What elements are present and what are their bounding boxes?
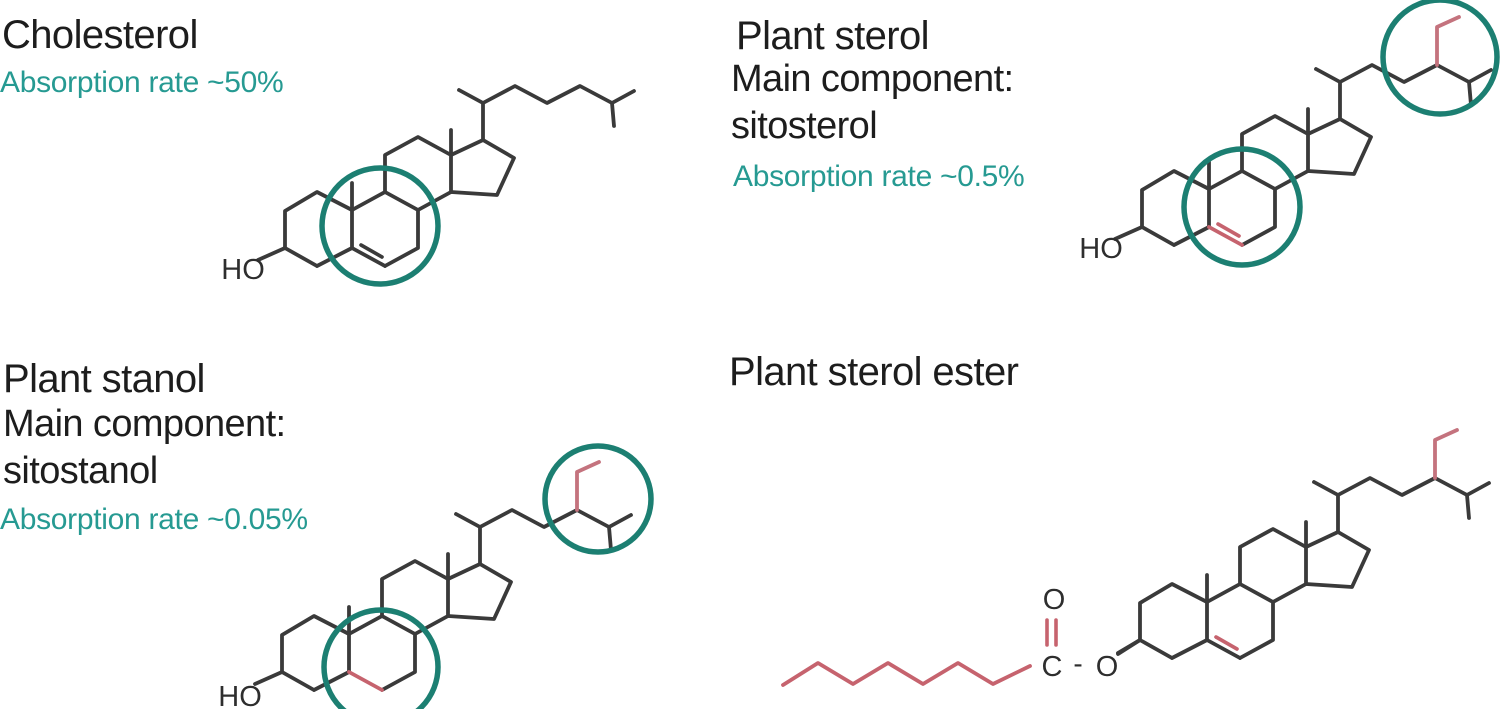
ring-b-bond xyxy=(350,246,387,268)
plant-sterol-absorption-rate: Absorption rate ~0.5% xyxy=(733,160,1025,193)
ethyl-group-bond xyxy=(575,460,601,512)
bond xyxy=(283,190,354,268)
bond xyxy=(1465,481,1491,497)
bond xyxy=(1314,67,1342,84)
bond xyxy=(457,88,485,105)
plant-stanol-structure xyxy=(253,443,654,709)
hydroxyl-bond xyxy=(253,670,284,686)
bond xyxy=(1140,169,1211,247)
plant-sterol-main-component-name: sitosterol xyxy=(731,105,878,147)
plant-stanol-main-component-name: sitostanol xyxy=(3,450,158,492)
cholesterol-absorption-rate: Absorption rate ~50% xyxy=(0,66,284,99)
bond xyxy=(481,84,614,142)
carbonyl-oxygen-label: O xyxy=(1043,584,1066,616)
bond xyxy=(1336,476,1469,534)
double-bond-inner-line xyxy=(1214,635,1239,651)
carbonyl-carbon-label: C xyxy=(1042,651,1063,683)
hydroxyl-bond xyxy=(256,246,287,262)
plant-sterol-structure xyxy=(1113,0,1500,268)
bond xyxy=(1467,80,1473,107)
bond xyxy=(607,525,613,552)
bond xyxy=(1304,530,1371,589)
bond xyxy=(478,508,611,566)
plant-stanol-absorption-rate: Absorption rate ~0.05% xyxy=(0,503,308,536)
double-bond-inner-line xyxy=(359,243,384,259)
ester-bond-dash: - xyxy=(1073,648,1082,679)
highlight-circle xyxy=(1380,0,1500,117)
ring-b-bond xyxy=(1207,225,1244,247)
cholesterol-title: Cholesterol xyxy=(2,13,198,57)
plant-sterol-ester-title: Plant sterol ester xyxy=(729,350,1019,394)
plant-sterol-ester-structure xyxy=(781,428,1491,687)
bond xyxy=(449,138,516,197)
highlight-circle xyxy=(319,165,441,287)
cholesterol-hydroxyl-label: HO xyxy=(221,254,265,286)
ester-linkage-bond xyxy=(1116,638,1142,656)
cholesterol-structure xyxy=(256,84,636,287)
highlight-circle xyxy=(542,443,654,555)
hydroxyl-bond xyxy=(1113,225,1144,241)
bond xyxy=(446,562,513,621)
highlight-circle xyxy=(321,607,441,709)
ethyl-group-bond xyxy=(1433,428,1459,480)
bond xyxy=(383,135,453,212)
plant-stanol-main-component-label: Main component: xyxy=(3,403,286,445)
ring-b-bond xyxy=(347,670,384,692)
bond xyxy=(1240,114,1310,191)
bond xyxy=(1312,480,1340,497)
fatty-acid-chain xyxy=(781,661,1032,687)
bond xyxy=(1306,117,1373,176)
bond xyxy=(1238,527,1308,604)
ring-b-bond xyxy=(1205,638,1242,660)
ethyl-group-bond xyxy=(1435,15,1461,67)
bond xyxy=(380,559,450,636)
bond xyxy=(454,512,482,529)
bond xyxy=(607,513,633,529)
bond xyxy=(610,89,636,105)
plant-sterol-main-component-label: Main component: xyxy=(731,58,1014,100)
bond xyxy=(1138,582,1209,660)
highlight-circle xyxy=(1181,146,1303,268)
plant-stanol-hydroxyl-label: HO xyxy=(218,681,262,709)
double-bond-inner-line xyxy=(1216,222,1241,238)
plant-stanol-title: Plant stanol xyxy=(3,357,205,401)
bond xyxy=(1465,493,1471,520)
bond xyxy=(610,101,616,128)
plant-sterol-title: Plant sterol xyxy=(736,14,930,58)
bond xyxy=(1467,68,1493,84)
plant-sterol-hydroxyl-label: HO xyxy=(1079,233,1123,265)
ester-oxygen-label: O xyxy=(1096,651,1119,683)
